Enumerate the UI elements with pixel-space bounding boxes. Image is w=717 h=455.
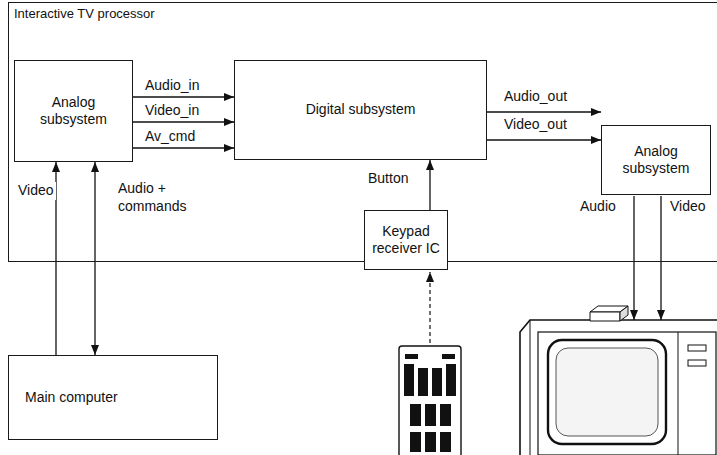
- subsystem-box: Analog subsystem: [601, 125, 711, 195]
- remote-control: [399, 346, 461, 455]
- system-boundary: Interactive TV processorAnalog subsystem…: [8, 2, 717, 262]
- signal-connector: [94, 162, 95, 355]
- remote-key: [410, 404, 421, 426]
- infrared-link: [429, 272, 430, 343]
- tv-edge: [530, 320, 531, 455]
- tv-front: [538, 332, 716, 455]
- settop-box-side: [620, 306, 628, 321]
- remote-key: [425, 404, 436, 426]
- signal-connector: [487, 111, 601, 112]
- remote-key: [410, 432, 421, 452]
- subsystem-box: Analog subsystem: [14, 60, 133, 162]
- signal-name: Av_cmd: [143, 128, 197, 146]
- box-label: Main computer: [25, 389, 118, 407]
- signal-connector: [133, 121, 234, 122]
- ic-box: Keypad receiver IC: [364, 210, 448, 270]
- signal-name: Audio: [578, 198, 618, 216]
- boundary-title: Interactive TV processor: [14, 6, 155, 22]
- remote-key: [425, 432, 436, 452]
- signal-name: Audio_out: [502, 88, 569, 106]
- box-label: Analog subsystem: [608, 143, 704, 178]
- tv-panel: [678, 332, 679, 455]
- remote-key: [404, 364, 414, 396]
- remote-key: [418, 368, 428, 396]
- signal-connector: [133, 147, 234, 148]
- signal-name: Video_out: [502, 116, 569, 134]
- settop-box-front: [590, 312, 620, 321]
- remote-key: [440, 432, 451, 452]
- box-label: Keypad receiver IC: [371, 223, 441, 258]
- television: [520, 306, 717, 455]
- tv-knob: [688, 345, 706, 351]
- subsystem-box: Digital subsystem: [234, 60, 487, 160]
- signal-name: Audio + commands: [116, 180, 200, 215]
- video-wire: [660, 196, 661, 320]
- signal-connector: [133, 96, 234, 97]
- signal-name: Video_in: [143, 102, 201, 120]
- signal-name: Video: [668, 198, 708, 216]
- box-label: Analog subsystem: [21, 94, 126, 129]
- remote-key: [446, 364, 456, 396]
- signal-name: Video: [16, 182, 56, 200]
- box-label: Digital subsystem: [306, 101, 416, 119]
- signal-name: Button: [366, 170, 410, 188]
- remote-key: [440, 404, 451, 426]
- signal-connector: [429, 160, 430, 210]
- tv-cabinet: [520, 320, 717, 455]
- tv-knob: [688, 360, 706, 366]
- tv-glass: [556, 348, 658, 436]
- remote-key: [405, 354, 418, 359]
- signal-name: Audio_in: [143, 77, 202, 95]
- computer-box: Main computer: [8, 355, 218, 440]
- tv-screen: [548, 340, 666, 444]
- remote-key: [442, 354, 455, 359]
- signal-connector: [487, 139, 601, 140]
- remote-key: [432, 368, 442, 396]
- remote-body: [399, 346, 461, 455]
- audio-wire: [633, 196, 634, 320]
